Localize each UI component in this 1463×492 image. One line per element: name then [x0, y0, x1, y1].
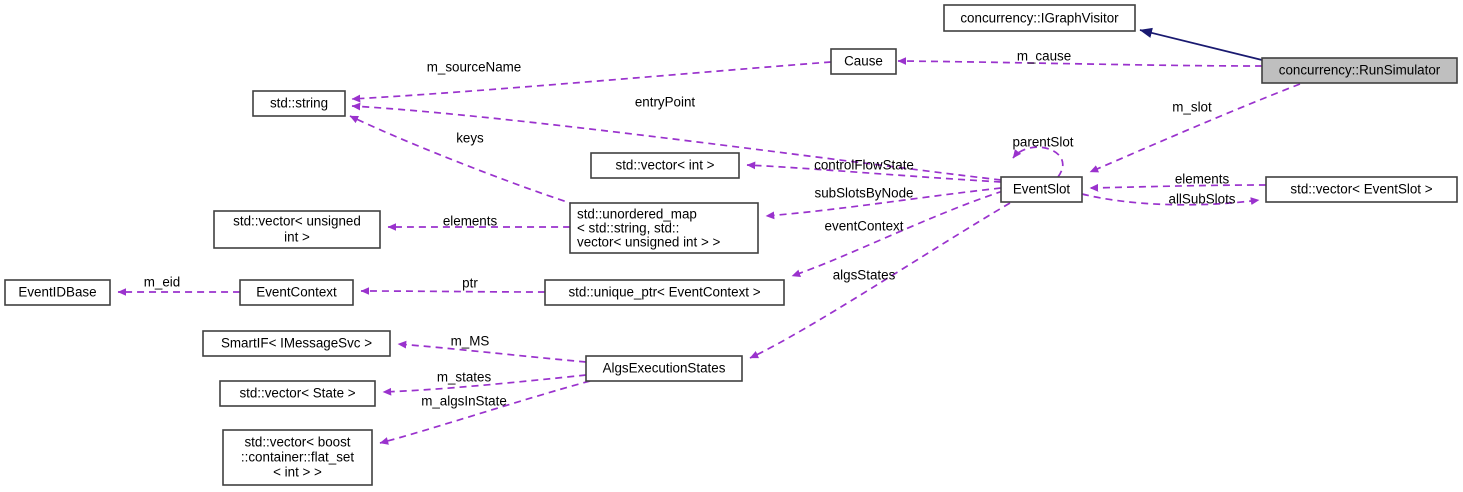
node-eventslot[interactable]: EventSlot — [1000, 176, 1083, 203]
node-label-eventcontext: EventContext — [256, 285, 337, 300]
edge-label-keys: keys — [456, 131, 484, 146]
node-label-eventslot: EventSlot — [1013, 182, 1071, 197]
edge-keys — [349, 115, 577, 206]
edge-label-m-eid: m_eid — [144, 275, 180, 290]
edge-label-m-cause: m_cause — [1017, 49, 1071, 64]
edge-label-elements-eventslot: elements — [1175, 172, 1230, 187]
node-box-eventidbase[interactable] — [4, 279, 111, 306]
edge-m-sourcename — [351, 61, 832, 103]
node-label-unordered-map-line2: < std::string, std:: — [577, 221, 679, 236]
node-box-vector-unsigned-int[interactable] — [213, 210, 381, 249]
edge-label-m-states: m_states — [437, 370, 492, 385]
node-box-algsexecutionstates[interactable] — [585, 355, 743, 382]
node-box-smartif-imessagesvc[interactable] — [202, 330, 391, 357]
node-smartif-imessagesvc[interactable]: SmartIF< IMessageSvc > — [202, 330, 391, 357]
node-box-cause[interactable] — [830, 48, 897, 75]
node-cause[interactable]: Cause — [830, 48, 897, 75]
node-label-vector-flat-set-line2: ::container::flat_set — [241, 450, 354, 465]
node-eventidbase[interactable]: EventIDBase — [4, 279, 111, 306]
node-box-unique-ptr-eventcontext[interactable] — [544, 279, 785, 306]
node-vector-eventslot[interactable]: std::vector< EventSlot > — [1265, 176, 1458, 203]
node-unique-ptr-eventcontext[interactable]: std::unique_ptr< EventContext > — [544, 279, 785, 306]
edge-m-cause — [897, 57, 1263, 67]
edge-label-m-sourcename: m_sourceName — [427, 60, 522, 75]
edge-label-m-algsinstate: m_algsInState — [421, 394, 507, 409]
node-label-vector-eventslot: std::vector< EventSlot > — [1290, 182, 1432, 197]
node-box-vector-eventslot[interactable] — [1265, 176, 1458, 203]
node-unordered-map[interactable]: std::unordered_map < std::string, std:: … — [569, 202, 759, 254]
node-box-eventslot[interactable] — [1000, 176, 1083, 203]
node-box-std-string[interactable] — [252, 90, 346, 117]
node-label-igraphvisitor: concurrency::IGraphVisitor — [960, 11, 1119, 26]
edge-label-subslotsbynode: subSlotsByNode — [815, 186, 914, 201]
edge-label-controlflowstate: controlFlowState — [814, 158, 914, 173]
edge-label-algsstates: algsStates — [833, 268, 896, 283]
node-box-vector-state[interactable] — [219, 380, 376, 407]
edge-m-ms — [397, 340, 587, 363]
node-igraphvisitor[interactable]: concurrency::IGraphVisitor — [943, 4, 1136, 32]
node-label-std-string: std::string — [270, 96, 328, 111]
edge-label-ptr: ptr — [462, 276, 478, 291]
edge-subslotsbynode — [765, 187, 1002, 220]
edge-label-m-ms: m_MS — [451, 334, 490, 349]
node-algsexecutionstates[interactable]: AlgsExecutionStates — [585, 355, 743, 382]
node-label-eventidbase: EventIDBase — [18, 285, 96, 300]
node-label-algsexecutionstates: AlgsExecutionStates — [603, 361, 726, 376]
edge-ptr — [360, 287, 546, 295]
edge-label-parentslot: parentSlot — [1012, 135, 1073, 150]
node-box-vector-flat-set[interactable] — [222, 429, 373, 486]
edge-m-slot — [1089, 83, 1301, 173]
edge-m-algsinstate — [379, 380, 591, 445]
node-box-vector-int[interactable] — [590, 152, 740, 179]
node-label-unordered-map-line3: vector< unsigned int > > — [577, 235, 720, 250]
node-std-string[interactable]: std::string — [252, 90, 346, 117]
node-label-vector-flat-set-line3: < int > > — [273, 465, 322, 480]
node-box-runsimulator[interactable] — [1261, 57, 1458, 84]
edge-parentslot-selfloop — [1012, 146, 1064, 178]
node-label-vector-unsigned-int-line1: std::vector< unsigned — [233, 214, 361, 229]
edge-elements-eventslot — [1089, 183, 1267, 192]
edge-label-m-slot: m_slot — [1172, 100, 1212, 115]
edge-label-allsubslots: allSubSlots — [1169, 192, 1236, 207]
node-label-vector-int: std::vector< int > — [616, 158, 715, 173]
node-vector-state[interactable]: std::vector< State > — [219, 380, 376, 407]
node-label-unordered-map-line1: std::unordered_map — [577, 207, 697, 222]
node-box-igraphvisitor[interactable] — [943, 4, 1136, 32]
node-label-vector-unsigned-int-line2: int > — [284, 230, 310, 245]
edge-label-eventcontext: eventContext — [825, 219, 904, 234]
node-box-unordered-map[interactable] — [569, 202, 759, 254]
node-label-cause: Cause — [844, 54, 883, 69]
edge-controlflowstate — [746, 161, 1002, 183]
node-label-runsimulator: concurrency::RunSimulator — [1279, 63, 1441, 78]
node-label-vector-flat-set-line1: std::vector< boost — [244, 435, 350, 450]
edge-inheritance-runsimulator-igraphvisitor — [1139, 27, 1263, 61]
node-box-eventcontext[interactable] — [239, 279, 354, 306]
node-vector-flat-set[interactable]: std::vector< boost ::container::flat_set… — [222, 429, 373, 486]
edge-label-entrypoint: entryPoint — [635, 95, 696, 110]
edge-allsubslots — [1081, 193, 1260, 206]
edge-eventcontext — [791, 190, 1004, 278]
edge-entrypoint — [351, 102, 1002, 181]
edge-algsstates — [749, 202, 1011, 359]
node-eventcontext[interactable]: EventContext — [239, 279, 354, 306]
edge-label-elements-vector-unsigned-int: elements — [443, 214, 498, 229]
node-label-smartif-imessagesvc: SmartIF< IMessageSvc > — [221, 336, 372, 351]
node-label-vector-state: std::vector< State > — [239, 386, 355, 401]
node-vector-unsigned-int[interactable]: std::vector< unsigned int > — [213, 210, 381, 249]
node-runsimulator[interactable]: concurrency::RunSimulator — [1261, 57, 1458, 84]
edge-m-states — [382, 374, 587, 396]
node-vector-int[interactable]: std::vector< int > — [590, 152, 740, 179]
node-label-unique-ptr-eventcontext: std::unique_ptr< EventContext > — [568, 285, 760, 300]
